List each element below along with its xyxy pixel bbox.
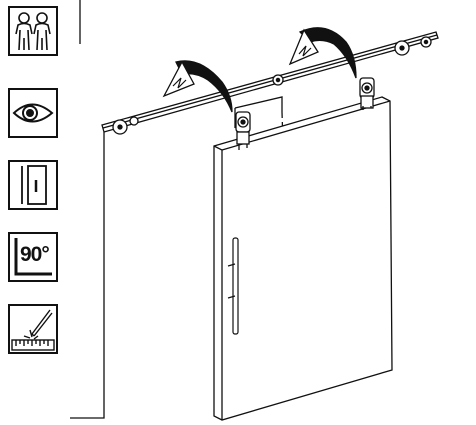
door-frame-icon bbox=[8, 160, 58, 210]
measure-cut-icon bbox=[8, 304, 58, 354]
roller-hanger-right bbox=[359, 77, 375, 110]
wall-outline bbox=[70, 0, 105, 419]
instruction-icon-sidebar: 90° bbox=[0, 0, 70, 425]
hang-arrow-left bbox=[162, 60, 233, 113]
roller-hanger-left bbox=[235, 111, 251, 150]
two-persons-icon bbox=[8, 6, 58, 56]
track-rail bbox=[101, 31, 439, 133]
rail-brackets bbox=[112, 36, 432, 135]
door-handle bbox=[227, 237, 239, 335]
right-angle-icon: 90° bbox=[8, 232, 58, 282]
eye-icon bbox=[8, 88, 58, 138]
angle-label: 90° bbox=[20, 243, 50, 266]
doorway-opening bbox=[234, 96, 283, 128]
hang-arrow-right bbox=[288, 27, 357, 79]
door-panel bbox=[213, 96, 393, 421]
